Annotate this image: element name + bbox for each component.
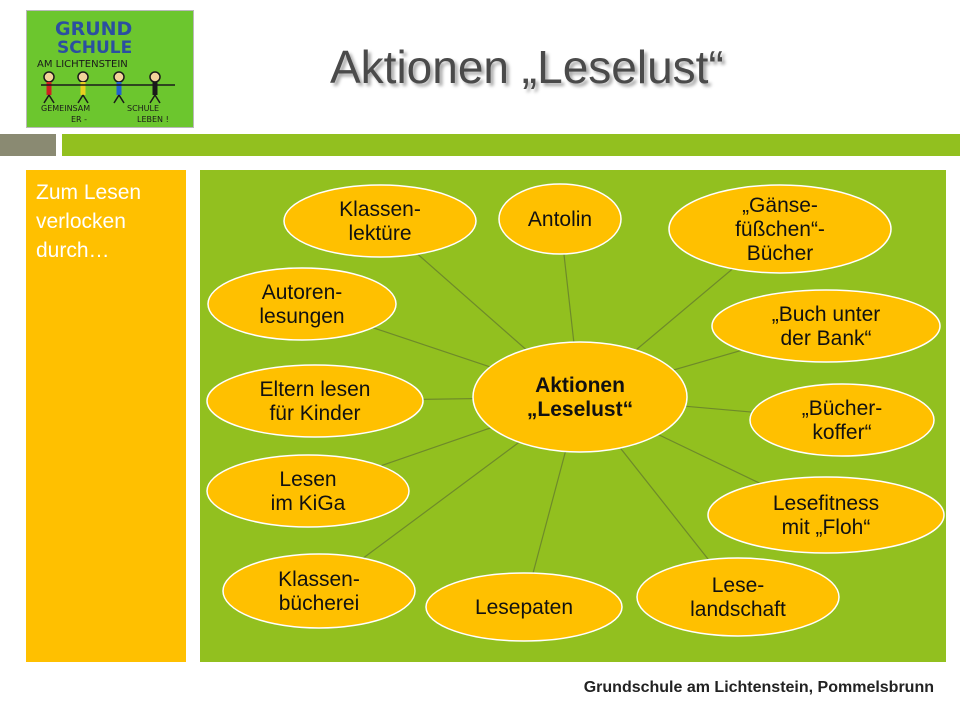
node-lesefitness-shape [707, 476, 945, 554]
logo-text-grund: GRUND [55, 18, 132, 40]
children-figures-icon [41, 71, 175, 104]
logo-text-leben: LEBEN ! [137, 115, 169, 124]
logo-text-er: ER - [71, 115, 87, 124]
node-buecherkoffer-label: „Bücher- [802, 397, 883, 420]
node-buecherkoffer-shape [749, 383, 935, 457]
node-leselandschaft: Lese-landschaft [636, 557, 840, 637]
node-buch-unter-der-bank-label: „Buch unter [772, 303, 881, 326]
node-lesepaten-label: Lesepaten [475, 596, 573, 619]
footer-school-name: Grundschule am Lichtenstein, Pommelsbrun… [583, 679, 934, 696]
logo-text-schule-small: SCHULE [127, 104, 159, 113]
node-gaensefuesschen-label: füßchen“- [735, 218, 825, 241]
header-divider-grey [0, 134, 56, 156]
node-center-shape [472, 341, 688, 453]
node-klassenbuecherei-label: bücherei [279, 592, 360, 615]
logo-text-gemeinsam: GEMEINSAM [41, 104, 90, 113]
node-gaensefuesschen-label: Bücher [747, 242, 814, 265]
node-autorenlesungen-shape [207, 267, 397, 341]
node-leselandschaft-label: landschaft [690, 598, 786, 621]
header-divider-green [62, 134, 960, 156]
node-lesen-kiga-label: Lesen [279, 468, 336, 491]
slide-title: Aktionen „Leselust“ [330, 41, 724, 93]
node-lesen-kiga-shape [206, 454, 410, 528]
node-lesepaten-shape [425, 572, 623, 642]
node-leselandschaft-shape [636, 557, 840, 637]
node-buecherkoffer: „Bücher-koffer“ [749, 383, 935, 457]
node-klassenbuecherei-label: Klassen- [278, 568, 360, 591]
node-center-label: „Leselust“ [527, 398, 633, 421]
node-lesepaten: Lesepaten [425, 572, 623, 642]
node-klassenlektuere-label: lektüre [348, 222, 411, 245]
node-antolin-shape [498, 183, 622, 255]
node-autorenlesungen-label: lesungen [259, 305, 344, 328]
sidebar-text-line: durch… [36, 239, 110, 262]
node-antolin: Antolin [498, 183, 622, 255]
node-center: Aktionen„Leselust“ [472, 341, 688, 453]
sidebar-text-line: verlocken [36, 210, 126, 233]
diagram-panel: Klassen-lektüre Antolin „Gänse-füßchen“-Bü… [200, 170, 946, 662]
node-autorenlesungen: Autoren-lesungen [207, 267, 397, 341]
logo-text-schule: SCHULE [57, 38, 132, 58]
node-gaensefuesschen-shape [668, 184, 892, 274]
node-lesefitness-label: Lesefitness [773, 492, 879, 515]
node-buecherkoffer-label: koffer“ [812, 421, 871, 444]
node-eltern-lesen-label: für Kinder [269, 402, 360, 425]
node-antolin-label: Antolin [528, 208, 592, 231]
logo-text-lichtenstein: AM LICHTENSTEIN [37, 59, 128, 70]
node-klassenlektuere-label: Klassen- [339, 198, 421, 221]
node-klassenbuecherei-shape [222, 553, 416, 629]
sidebar-text-line: Zum Lesen [36, 181, 142, 204]
node-autorenlesungen-label: Autoren- [262, 281, 343, 304]
school-logo: GRUND SCHULE AM LICHTENSTEIN GEMEINSAM S… [26, 10, 194, 128]
node-buch-unter-der-bank-shape [711, 289, 941, 363]
mind-map-diagram: Klassen-lektüre Antolin „Gänse-füßchen“-Bü… [206, 183, 945, 642]
node-gaensefuesschen: „Gänse-füßchen“-Bücher [668, 184, 892, 274]
node-klassenlektuere-shape [283, 184, 477, 258]
nodes: Klassen-lektüre Antolin „Gänse-füßchen“-Bü… [206, 183, 945, 642]
node-lesefitness-label: mit „Floh“ [782, 516, 871, 539]
node-klassenlektuere: Klassen-lektüre [283, 184, 477, 258]
node-klassenbuecherei: Klassen-bücherei [222, 553, 416, 629]
node-leselandschaft-label: Lese- [712, 574, 765, 597]
node-eltern-lesen-label: Eltern lesen [260, 378, 371, 401]
node-center-label: Aktionen [535, 374, 625, 397]
node-gaensefuesschen-label: „Gänse- [742, 194, 818, 217]
sidebar-panel: Zum Lesen verlocken durch… [26, 170, 186, 662]
node-eltern-lesen-shape [206, 364, 424, 438]
node-buch-unter-der-bank-label: der Bank“ [780, 327, 871, 350]
node-lesen-kiga-label: im KiGa [271, 492, 346, 515]
school-logo-artwork: GRUND SCHULE AM LICHTENSTEIN GEMEINSAM S… [37, 18, 175, 124]
